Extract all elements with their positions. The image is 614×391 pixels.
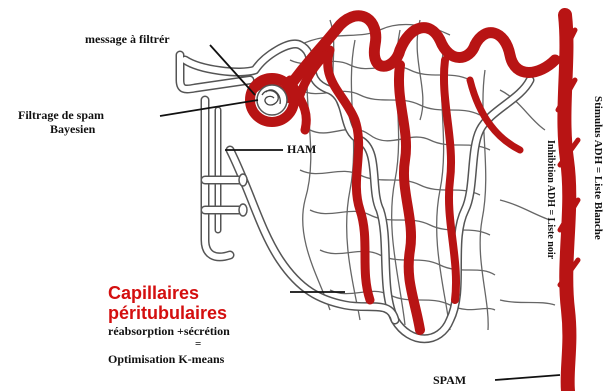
label-filtrage-line2: Bayesien bbox=[50, 122, 95, 137]
label-spam: SPAM bbox=[433, 373, 466, 388]
label-message: message à filtrér bbox=[85, 32, 170, 47]
label-capillaires-line1: Capillaires bbox=[108, 283, 199, 303]
label-capillaires-line2: péritubulaires bbox=[108, 303, 227, 323]
label-ham: HAM bbox=[287, 142, 316, 157]
label-stimulus: Stimulus ADH = Liste Blanche bbox=[592, 96, 604, 240]
label-reabsorption: réabsorption +sécrétion bbox=[108, 324, 230, 339]
label-equals: = bbox=[195, 338, 201, 350]
label-inhibition: Inhibition ADH = Liste noir bbox=[545, 140, 556, 259]
leader-spam bbox=[495, 375, 560, 380]
glomerulus bbox=[257, 85, 287, 115]
label-optimisation: Optimisation K-means bbox=[108, 352, 224, 367]
label-filtrage-line1: Filtrage de spam bbox=[18, 108, 104, 123]
